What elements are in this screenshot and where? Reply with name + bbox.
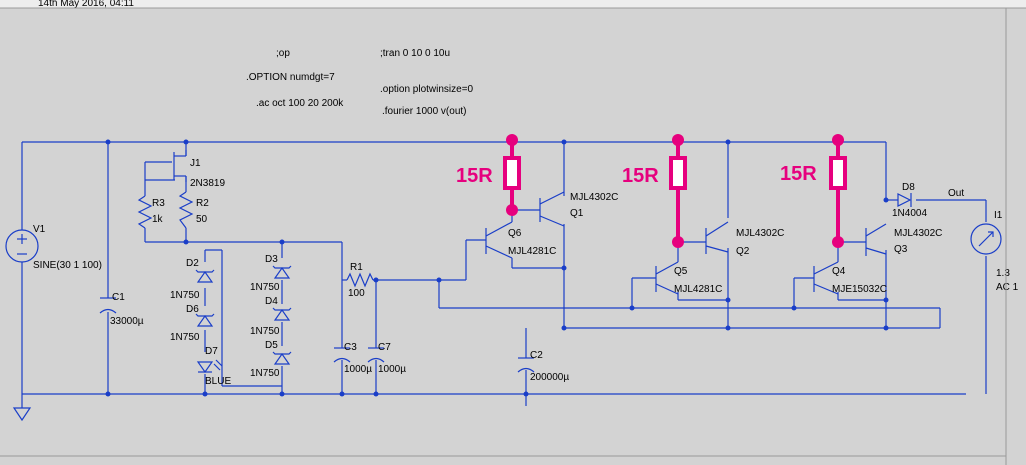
c1-capacitor[interactable]: C1 33000µ bbox=[99, 292, 144, 327]
i1-name: I1 bbox=[994, 210, 1003, 221]
j1-value: 2N3819 bbox=[190, 178, 225, 189]
q5-transistor[interactable]: Q5 MJL4281C bbox=[655, 244, 722, 295]
d2-name: D2 bbox=[186, 258, 199, 269]
c1-name: C1 bbox=[112, 292, 125, 303]
q1-transistor[interactable]: MJL4302C Q1 bbox=[539, 191, 618, 227]
annotation-15r-2: 15R bbox=[622, 134, 687, 248]
i1-ac-value: AC 1 bbox=[996, 282, 1019, 293]
directive-ac[interactable]: .ac oct 100 20 200k bbox=[256, 98, 344, 109]
q2-value: MJL4302C bbox=[736, 228, 784, 239]
junctions bbox=[105, 139, 889, 397]
q2-name: Q2 bbox=[736, 246, 750, 257]
r3-name: R3 bbox=[152, 198, 165, 209]
annotation-label-1: 15R bbox=[456, 165, 493, 187]
q1-value: MJL4302C bbox=[570, 192, 618, 203]
c2-value: 200000µ bbox=[530, 372, 569, 383]
net-label-out[interactable]: Out bbox=[948, 188, 964, 199]
r1-value: 100 bbox=[348, 288, 365, 299]
j1-jfet[interactable]: J1 2N3819 bbox=[173, 150, 225, 189]
d6-value: 1N750 bbox=[170, 332, 200, 343]
i1-value: 1.3 bbox=[996, 268, 1010, 279]
r3-value: 1k bbox=[152, 214, 164, 225]
q4-value: MJE15032C bbox=[832, 284, 887, 295]
d2-zener[interactable]: D2 1N750 bbox=[170, 258, 215, 301]
d3-name: D3 bbox=[265, 254, 278, 265]
q6-name: Q6 bbox=[508, 228, 522, 239]
j1-name: J1 bbox=[190, 158, 201, 169]
timestamp: 14th May 2016, 04:11 bbox=[38, 0, 134, 9]
d5-zener[interactable]: D5 1N750 bbox=[250, 340, 292, 379]
annotation-15r-3: 15R bbox=[780, 134, 847, 248]
c2-capacitor[interactable]: C2 200000µ bbox=[517, 350, 569, 383]
r3-resistor[interactable]: R3 1k bbox=[137, 195, 165, 229]
q2-transistor[interactable]: MJL4302C Q2 bbox=[705, 221, 784, 257]
d8-diode[interactable]: D8 1N4004 bbox=[892, 182, 927, 219]
v1-source[interactable]: V1 SINE(30 1 100) bbox=[5, 224, 102, 271]
c7-capacitor[interactable]: C7 1000µ bbox=[367, 342, 406, 375]
q6-value: MJL4281C bbox=[508, 246, 556, 257]
window-title-strip bbox=[0, 0, 1026, 8]
d2-value: 1N750 bbox=[170, 290, 200, 301]
v1-name: V1 bbox=[33, 224, 46, 235]
q4-name: Q4 bbox=[832, 266, 846, 277]
ground-symbol bbox=[12, 407, 32, 422]
d5-name: D5 bbox=[265, 340, 278, 351]
d7-led[interactable]: D7 BLUE bbox=[196, 346, 231, 387]
directive-fourier[interactable]: .fourier 1000 v(out) bbox=[382, 106, 467, 117]
c2-name: C2 bbox=[530, 350, 543, 361]
d3-zener[interactable]: D3 1N750 bbox=[250, 254, 292, 293]
v1-value: SINE(30 1 100) bbox=[33, 260, 102, 271]
r2-resistor[interactable]: R2 50 bbox=[178, 191, 209, 229]
annotation-label-2: 15R bbox=[622, 165, 659, 187]
directive-option-numdgt[interactable]: .OPTION numdgt=7 bbox=[246, 72, 335, 83]
c7-name: C7 bbox=[378, 342, 391, 353]
d4-zener[interactable]: D4 1N750 bbox=[250, 296, 292, 337]
q4-transistor[interactable]: Q4 MJE15032C bbox=[813, 244, 887, 295]
directive-tran[interactable]: ;tran 0 10 0 10u bbox=[380, 48, 450, 59]
d7-name: D7 bbox=[205, 346, 218, 357]
r1-name: R1 bbox=[350, 262, 363, 273]
c3-capacitor[interactable]: C3 1000µ bbox=[333, 342, 372, 375]
d8-value: 1N4004 bbox=[892, 208, 927, 219]
c3-name: C3 bbox=[344, 342, 357, 353]
q5-name: Q5 bbox=[674, 266, 688, 277]
d7-value: BLUE bbox=[205, 376, 231, 387]
q5-value: MJL4281C bbox=[674, 284, 722, 295]
directive-option-plotwinsize[interactable]: .option plotwinsize=0 bbox=[380, 84, 474, 95]
d6-name: D6 bbox=[186, 304, 199, 315]
d4-value: 1N750 bbox=[250, 326, 280, 337]
d5-value: 1N750 bbox=[250, 368, 280, 379]
c3-value: 1000µ bbox=[344, 364, 372, 375]
r1-resistor[interactable]: R1 100 bbox=[346, 262, 374, 299]
d6-zener[interactable]: D6 1N750 bbox=[170, 304, 215, 343]
annotation-label-3: 15R bbox=[780, 163, 817, 185]
r2-name: R2 bbox=[196, 198, 209, 209]
directive-op[interactable]: ;op bbox=[276, 48, 290, 59]
q3-transistor[interactable]: MJL4302C Q3 bbox=[865, 223, 942, 256]
wires bbox=[21, 141, 987, 408]
d8-name: D8 bbox=[902, 182, 915, 193]
q3-value: MJL4302C bbox=[894, 228, 942, 239]
d4-name: D4 bbox=[265, 296, 278, 307]
c7-value: 1000µ bbox=[378, 364, 406, 375]
r2-value: 50 bbox=[196, 214, 208, 225]
q3-name: Q3 bbox=[894, 244, 908, 255]
d3-value: 1N750 bbox=[250, 282, 280, 293]
i1-current-source[interactable]: I1 1.3 AC 1 bbox=[970, 210, 1019, 293]
annotation-15r-1: 15R bbox=[456, 134, 521, 216]
c1-value: 33000µ bbox=[110, 316, 144, 327]
q1-name: Q1 bbox=[570, 208, 584, 219]
